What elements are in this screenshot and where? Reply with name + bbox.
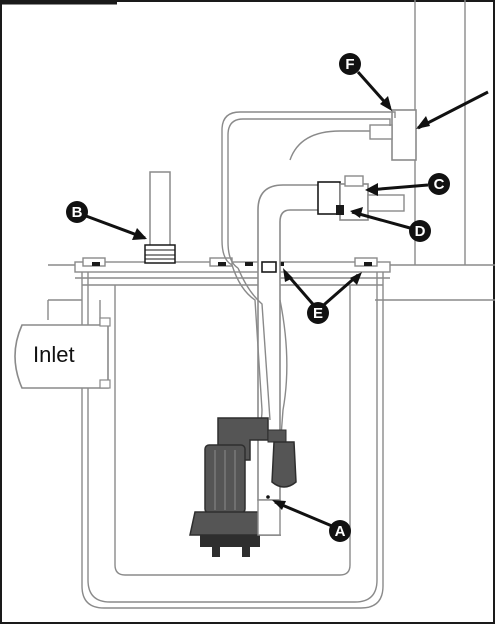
inlet-label: Inlet [33,342,75,367]
power-cords [222,112,395,450]
callout-d: D [409,220,431,242]
callout-e: E [307,302,329,324]
callout-label-b: B [72,204,83,221]
callout-a: A [329,520,351,542]
callout-label-a: A [335,523,346,540]
callout-f: F [339,53,361,75]
callout-label-d: D [415,223,426,240]
callout-b: B [66,201,88,223]
vent-pipe [145,172,175,263]
callout-label-e: E [313,305,323,322]
callout-label-f: F [345,56,354,73]
pump-marker-dot [266,495,270,499]
callout-label-c: C [434,176,445,193]
electrical-outlet [370,110,416,160]
callout-c: C [428,173,450,195]
